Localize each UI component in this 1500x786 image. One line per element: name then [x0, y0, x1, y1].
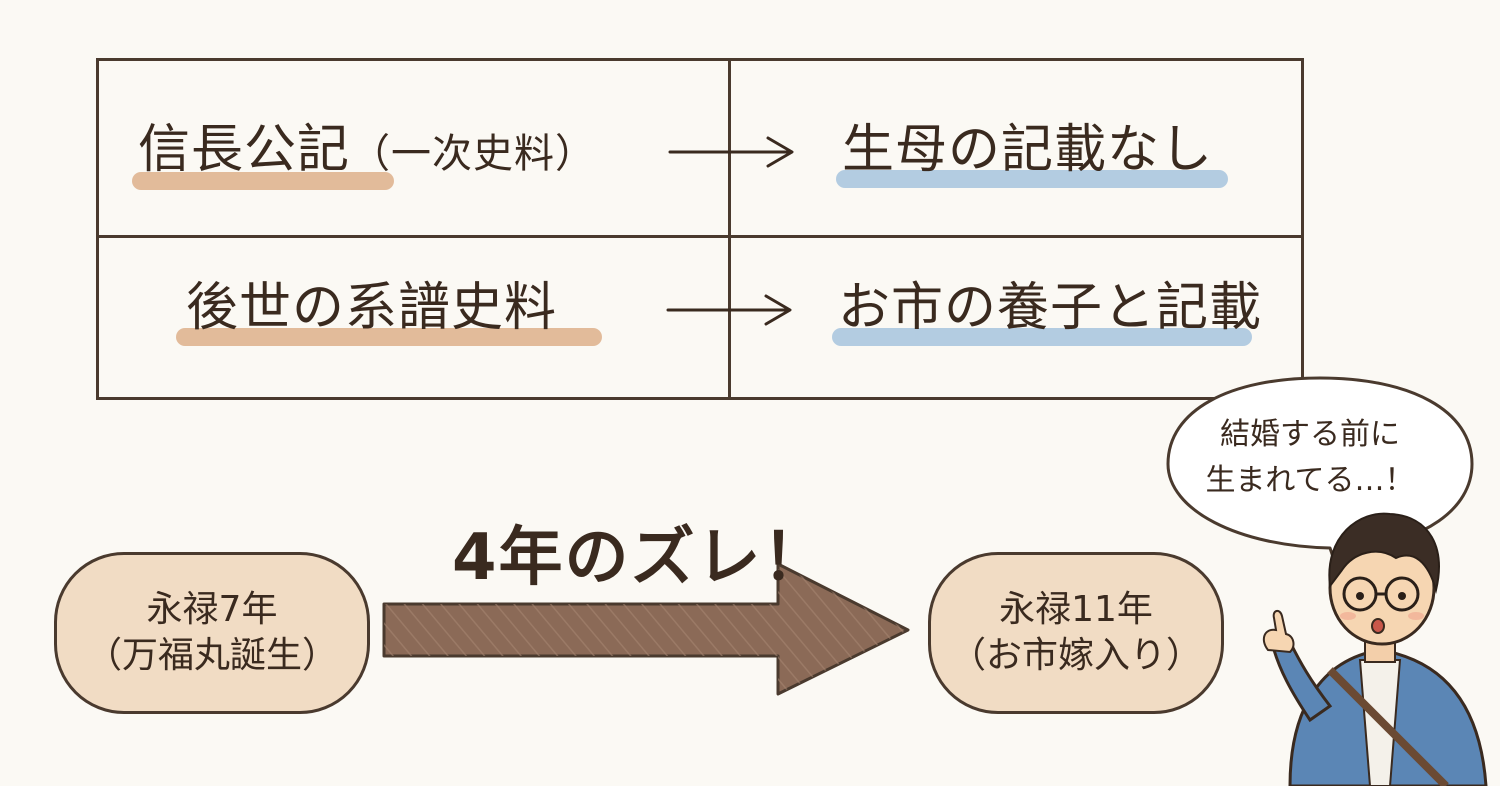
timeline-end-event: （お市嫁入り）: [949, 635, 1202, 676]
source-name-1: 信長公記: [138, 120, 351, 180]
result-label-1: 生母の記載なし: [842, 120, 1214, 180]
result-highlight-1: [836, 170, 1228, 188]
result-highlight-2: [832, 328, 1252, 346]
comparison-table: [96, 58, 1304, 400]
result-label-2: お市の養子と記載: [838, 278, 1263, 338]
row-arrow-1: [668, 136, 794, 168]
hand: [1262, 610, 1295, 654]
timeline-end-pill: 永禄11年 （お市嫁入り）: [928, 552, 1224, 714]
speech-line-1: 結婚する前に: [1220, 417, 1400, 452]
timeline-arrow: [382, 562, 910, 696]
source-highlight-1: [132, 172, 394, 190]
speech-text: 結婚する前に 生まれてる…！: [1180, 412, 1440, 504]
hair: [1328, 512, 1440, 594]
timeline-start-event: （万福丸誕生）: [85, 635, 338, 676]
gap-label: 4年のズレ！: [452, 521, 829, 595]
table-row-divider: [99, 235, 1301, 238]
speech-line-2: 生まれてる…！: [1205, 463, 1415, 498]
narrator-character: [1262, 512, 1488, 786]
source-highlight-2: [176, 328, 602, 346]
source-label-2: 後世の系譜史料: [186, 278, 557, 342]
timeline-end-year: 永禄11年: [999, 589, 1153, 630]
source-label-1: 信長公記（一次史料）: [138, 120, 596, 184]
source-note-1: （一次史料）: [350, 131, 597, 177]
table-column-divider: [728, 61, 731, 397]
timeline-start-year: 永禄7年: [146, 589, 278, 630]
timeline-start-pill: 永禄7年 （万福丸誕生）: [54, 552, 370, 714]
row-arrow-2: [666, 294, 792, 326]
source-name-2: 後世の系譜史料: [186, 278, 558, 338]
